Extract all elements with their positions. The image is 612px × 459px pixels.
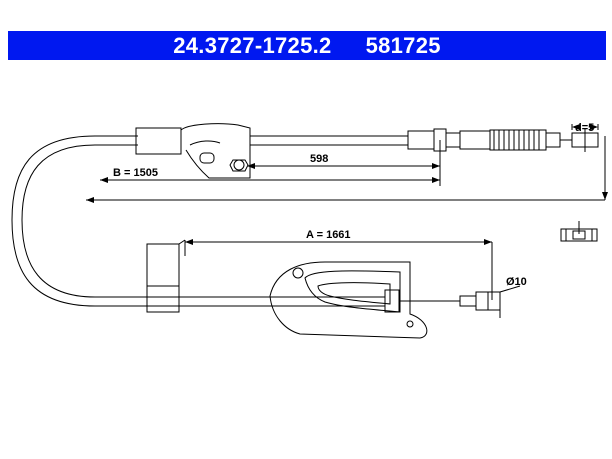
cable-inner-loop [21, 144, 302, 298]
cable-outer-loop [11, 135, 302, 307]
d-label: d=5 [575, 122, 594, 134]
nut-icon [233, 159, 245, 171]
top-bracket [180, 123, 251, 179]
part-number: 24.3727-1725.2 [173, 32, 332, 58]
adjuster-tube [407, 130, 435, 150]
bottom-sleeve [146, 243, 180, 313]
top-sleeve [135, 127, 182, 155]
bottom-bracket [269, 261, 428, 339]
reference-number: 581725 [365, 32, 441, 58]
bolt-hole-icon [292, 267, 304, 279]
spring [489, 129, 547, 151]
diameter-label: Ø10 [506, 276, 527, 288]
dim-598-label: 598 [310, 153, 328, 165]
dim-b-label: B = 1505 [113, 167, 158, 179]
header-bar: 24.3727-1725.2 581725 [8, 31, 606, 60]
dim-a-label: A = 1661 [306, 229, 351, 241]
